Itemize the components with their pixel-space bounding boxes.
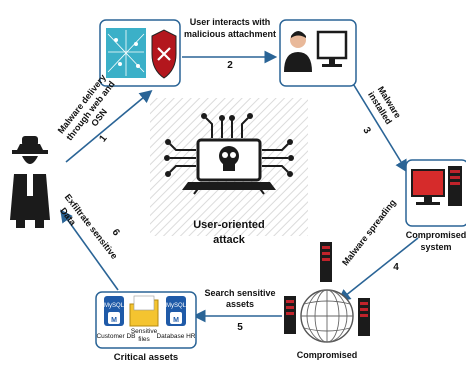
compromised-system-icon — [405, 159, 466, 227]
step-2-label-line2: malicious attachment — [184, 29, 276, 39]
sensitive-files-folder-icon — [129, 295, 159, 327]
attacker-figure-icon — [10, 136, 50, 228]
m-label-1: M — [111, 317, 117, 324]
step-6-number: 6 — [110, 227, 122, 239]
database-hr-label: Database HR — [156, 333, 195, 340]
step-5-label-line1: Search sensitive — [204, 288, 275, 298]
step-4-number: 4 — [393, 262, 399, 273]
compromised-network-icon — [284, 242, 370, 343]
customer-db-icon — [104, 296, 124, 326]
step-3-number: 3 — [360, 125, 373, 136]
arrow-step-4 — [337, 237, 419, 302]
arrow-step-6 — [60, 209, 119, 291]
skull-laptop-icon — [164, 113, 294, 195]
step-5-number: 5 — [237, 322, 243, 333]
mysql-label-2: MySQL — [166, 303, 187, 309]
database-hr-icon — [166, 296, 186, 326]
user-computer-icon — [279, 19, 357, 87]
m-label-2: M — [173, 317, 179, 324]
step-2-number: 2 — [227, 60, 233, 71]
center-label-line2: attack — [213, 234, 246, 246]
step-1-number: 1 — [97, 133, 109, 145]
mysql-label-1: MySQL — [104, 303, 125, 309]
step-2-label-line1: User interacts with — [190, 17, 271, 27]
critical-assets-box — [95, 291, 197, 349]
sensitive-files-label-line1: Sensitive — [131, 328, 158, 335]
sensitive-files-label-line2: files — [138, 336, 150, 343]
critical-assets-title: Critical assets — [114, 352, 178, 363]
compromised-system-label-line2: system — [420, 242, 451, 252]
arrow-step-1 — [65, 89, 153, 163]
cycle-arrows — [60, 50, 419, 323]
center-label-line1: User-oriented — [193, 219, 265, 231]
customer-db-label: Customer DB — [96, 333, 135, 340]
step-5-label-line2: assets — [226, 299, 254, 309]
arrow-step-3 — [351, 81, 408, 173]
compromised-network-label: Compromised — [297, 350, 358, 360]
malicious-attachment-icon — [99, 19, 181, 87]
step-4-label: Malware spreading — [340, 197, 398, 267]
compromised-system-label-line1: Compromised — [406, 230, 466, 240]
